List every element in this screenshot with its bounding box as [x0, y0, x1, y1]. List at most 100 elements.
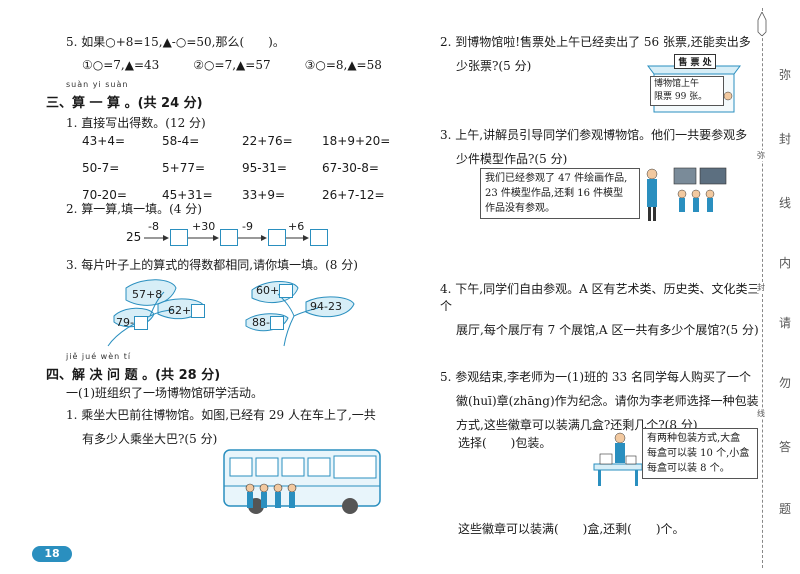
margin-char: 题 [779, 502, 792, 516]
calc-item: 95-31= [242, 161, 287, 175]
leaf-expr: 94-23 [310, 300, 342, 313]
margin-char: 请 [779, 316, 792, 330]
calc-item: 33+9= [242, 188, 286, 202]
bus-illustration [220, 446, 388, 524]
page-number: 18 [32, 546, 72, 562]
calc-item: 18+9+20= [322, 134, 391, 148]
teacher-with-boxes-icon [593, 432, 643, 486]
leaf-expr: 88- [252, 316, 284, 330]
option-1[interactable]: ①○=7,▲=43 [82, 58, 160, 72]
chain-answer-box[interactable] [310, 229, 328, 246]
section3-pinyin: suàn yi suàn [66, 80, 129, 89]
chain-op: -9 [242, 220, 253, 233]
right-q5-line3: 方式,这些徽章可以装满几盒?还剩几个?(8 分) [456, 418, 698, 432]
section4-intro: 一(1)班组织了一场博物馆研学活动。 [66, 386, 263, 400]
right-q2-line1: 2. 到博物馆啦!售票处上午已经卖出了 56 张票,还能卖出多 [440, 35, 751, 49]
q3-note-line: 我们已经参观了 47 件绘画作品, [485, 173, 628, 184]
section4-pinyin: jiě jué wèn tí [66, 352, 132, 361]
leaf-group-1: 57+8 62+ 79- [104, 276, 224, 348]
ticket-office-illustration: 售 票 处 博物馆上午 限票 99 张。 [644, 52, 744, 114]
q5-note-line: 每盒可以装 8 个。 [647, 463, 730, 474]
calc-item: 5+77= [162, 161, 206, 175]
calc-item: 70-20= [82, 188, 127, 202]
s4-q1-line1: 1. 乘坐大巴前往博物馆。如图,已经有 29 人在车上了,一共 [66, 408, 376, 422]
margin-char: 封 [779, 132, 792, 146]
option-2[interactable]: ②○=7,▲=57 [193, 58, 271, 72]
leaf-expr: 57+8 [132, 288, 163, 301]
chain-start: 25 [126, 230, 142, 244]
ticket-note: 博物馆上午 限票 99 张。 [650, 76, 724, 106]
margin-char: 勿 [779, 376, 792, 390]
right-q5-line2: 徽(huī)章(zhāng)作为纪念。请你为李老师选择一种包装 [456, 394, 759, 408]
chain-diagram: 25 -8 +30 -9 +6 [124, 220, 344, 252]
chain-op: +30 [192, 220, 216, 233]
leaf-answer-box[interactable] [133, 316, 148, 330]
leaf-answer-box[interactable] [269, 316, 284, 330]
s3-q1-title: 1. 直接写出得数。(12 分) [66, 116, 206, 130]
margin-small-char: 封 [757, 282, 765, 293]
section4-title: 四、解 决 问 题 。(共 28 分) [46, 368, 221, 383]
ticket-note-line: 博物馆上午 [654, 79, 700, 89]
margin-small-char: 弥 [757, 150, 765, 161]
section3-title: 三、算 一 算 。(共 24 分) [46, 96, 203, 111]
chain-answer-box[interactable] [170, 229, 188, 246]
q5-note-line: 有两种包装方式,大盒 [647, 433, 741, 444]
leaf-answer-box[interactable] [279, 284, 294, 298]
leaf-expr: 62+ [168, 304, 206, 318]
margin-small-char: 线 [757, 408, 765, 419]
ticket-sign: 售 票 处 [674, 54, 716, 69]
right-q4-line1: 4. 下午,同学们自由参观。A 区有艺术类、历史类、文化类三个 [440, 282, 760, 313]
right-q3: 3. 上午,讲解员引导同学们参观博物馆。他们一共要参观多 少件模型作品?(5 分… [440, 126, 760, 167]
right-q5: 5. 参观结束,李老师为一(1)班的 33 名同学每人购买了一个 徽(huī)章… [440, 368, 760, 433]
q5-answer[interactable]: 这些徽章可以装满( )盒,还剩( )个。 [458, 522, 685, 536]
q5-choose[interactable]: 选择( )包装。 [458, 436, 552, 450]
s3-q3-title: 3. 每片叶子上的算式的得数都相同,请你填一填。(8 分) [66, 258, 358, 272]
guide-illustration [638, 164, 730, 224]
right-q4: 4. 下午,同学们自由参观。A 区有艺术类、历史类、文化类三个 展厅,每个展厅有… [440, 280, 770, 338]
s4-q1: 1. 乘坐大巴前往博物馆。如图,已经有 29 人在车上了,一共 有多少人乘坐大巴… [66, 406, 416, 447]
q5-package-note: 有两种包装方式,大盒 每盒可以装 10 个,小盒 每盒可以装 8 个。 [642, 428, 758, 479]
right-q2: 2. 到博物馆啦!售票处上午已经卖出了 56 张票,还能卖出多 少张票?(5 分… [440, 33, 760, 74]
calc-item: 45+31= [162, 188, 213, 202]
left-q5: 5. 如果○+8=15,▲-○=50,那么( )。 ①○=7,▲=43 ②○=7… [66, 33, 406, 72]
q5-note-line: 每盒可以装 10 个,小盒 [647, 448, 750, 459]
rocket-icon [757, 11, 767, 37]
right-q3-line2: 少件模型作品?(5 分) [456, 152, 568, 166]
s4-q1-line2: 有多少人乘坐大巴?(5 分) [82, 432, 218, 446]
right-q5-line1: 5. 参观结束,李老师为一(1)班的 33 名同学每人购买了一个 [440, 370, 751, 384]
teacher-illustration [590, 430, 646, 488]
ticket-note-line: 限票 99 张。 [654, 92, 708, 102]
leaf-expr: 79- [116, 316, 148, 330]
margin-char: 答 [779, 440, 792, 454]
leaf-graphic [107, 279, 205, 347]
right-q3-line1: 3. 上午,讲解员引导同学们参观博物馆。他们一共要参观多 [440, 128, 748, 142]
right-q4-line2: 展厅,每个展厅有 7 个展馆,A 区一共有多少个展馆?(5 分) [456, 323, 759, 337]
leaf-answer-box[interactable] [191, 304, 206, 318]
bus-icon [223, 449, 381, 514]
calc-item: 43+4= [82, 134, 126, 148]
right-q2-line2: 少张票?(5 分) [456, 59, 532, 73]
s3-q2-title: 2. 算一算,填一填。(4 分) [66, 202, 202, 216]
calc-item: 26+7-12= [322, 188, 385, 202]
calc-item: 22+76= [242, 134, 293, 148]
guide-and-kids-icon [646, 167, 727, 221]
leaf-group-2: 60+ 94-23 88- [244, 276, 364, 348]
s3-q1-grid: 43+4= 58-4= 22+76= 18+9+20= 50-7= 5+77= … [82, 134, 412, 202]
leaf-expr: 60+ [256, 284, 294, 298]
left-q5-text: 5. 如果○+8=15,▲-○=50,那么( )。 [66, 35, 285, 49]
chain-answer-box[interactable] [220, 229, 238, 246]
calc-item: 50-7= [82, 161, 120, 175]
chain-answer-box[interactable] [268, 229, 286, 246]
left-q5-options: ①○=7,▲=43 ②○=7,▲=57 ③○=8,▲=58 [82, 58, 406, 72]
chain-arrows-svg [144, 235, 309, 241]
option-3[interactable]: ③○=8,▲=58 [304, 58, 382, 72]
calc-item: 58-4= [162, 134, 200, 148]
q3-speech-note: 我们已经参观了 47 件绘画作品, 23 件模型作品,还剩 16 件模型 作品没… [480, 168, 640, 219]
chain-op: +6 [288, 220, 305, 233]
q3-note-line: 23 件模型作品,还剩 16 件模型 [485, 188, 624, 199]
margin-char: 线 [779, 196, 792, 210]
margin-char: 弥 [779, 68, 792, 82]
calc-item: 67-30-8= [322, 161, 379, 175]
q3-note-line: 作品没有参观。 [485, 203, 555, 214]
chain-op: -8 [148, 220, 159, 233]
